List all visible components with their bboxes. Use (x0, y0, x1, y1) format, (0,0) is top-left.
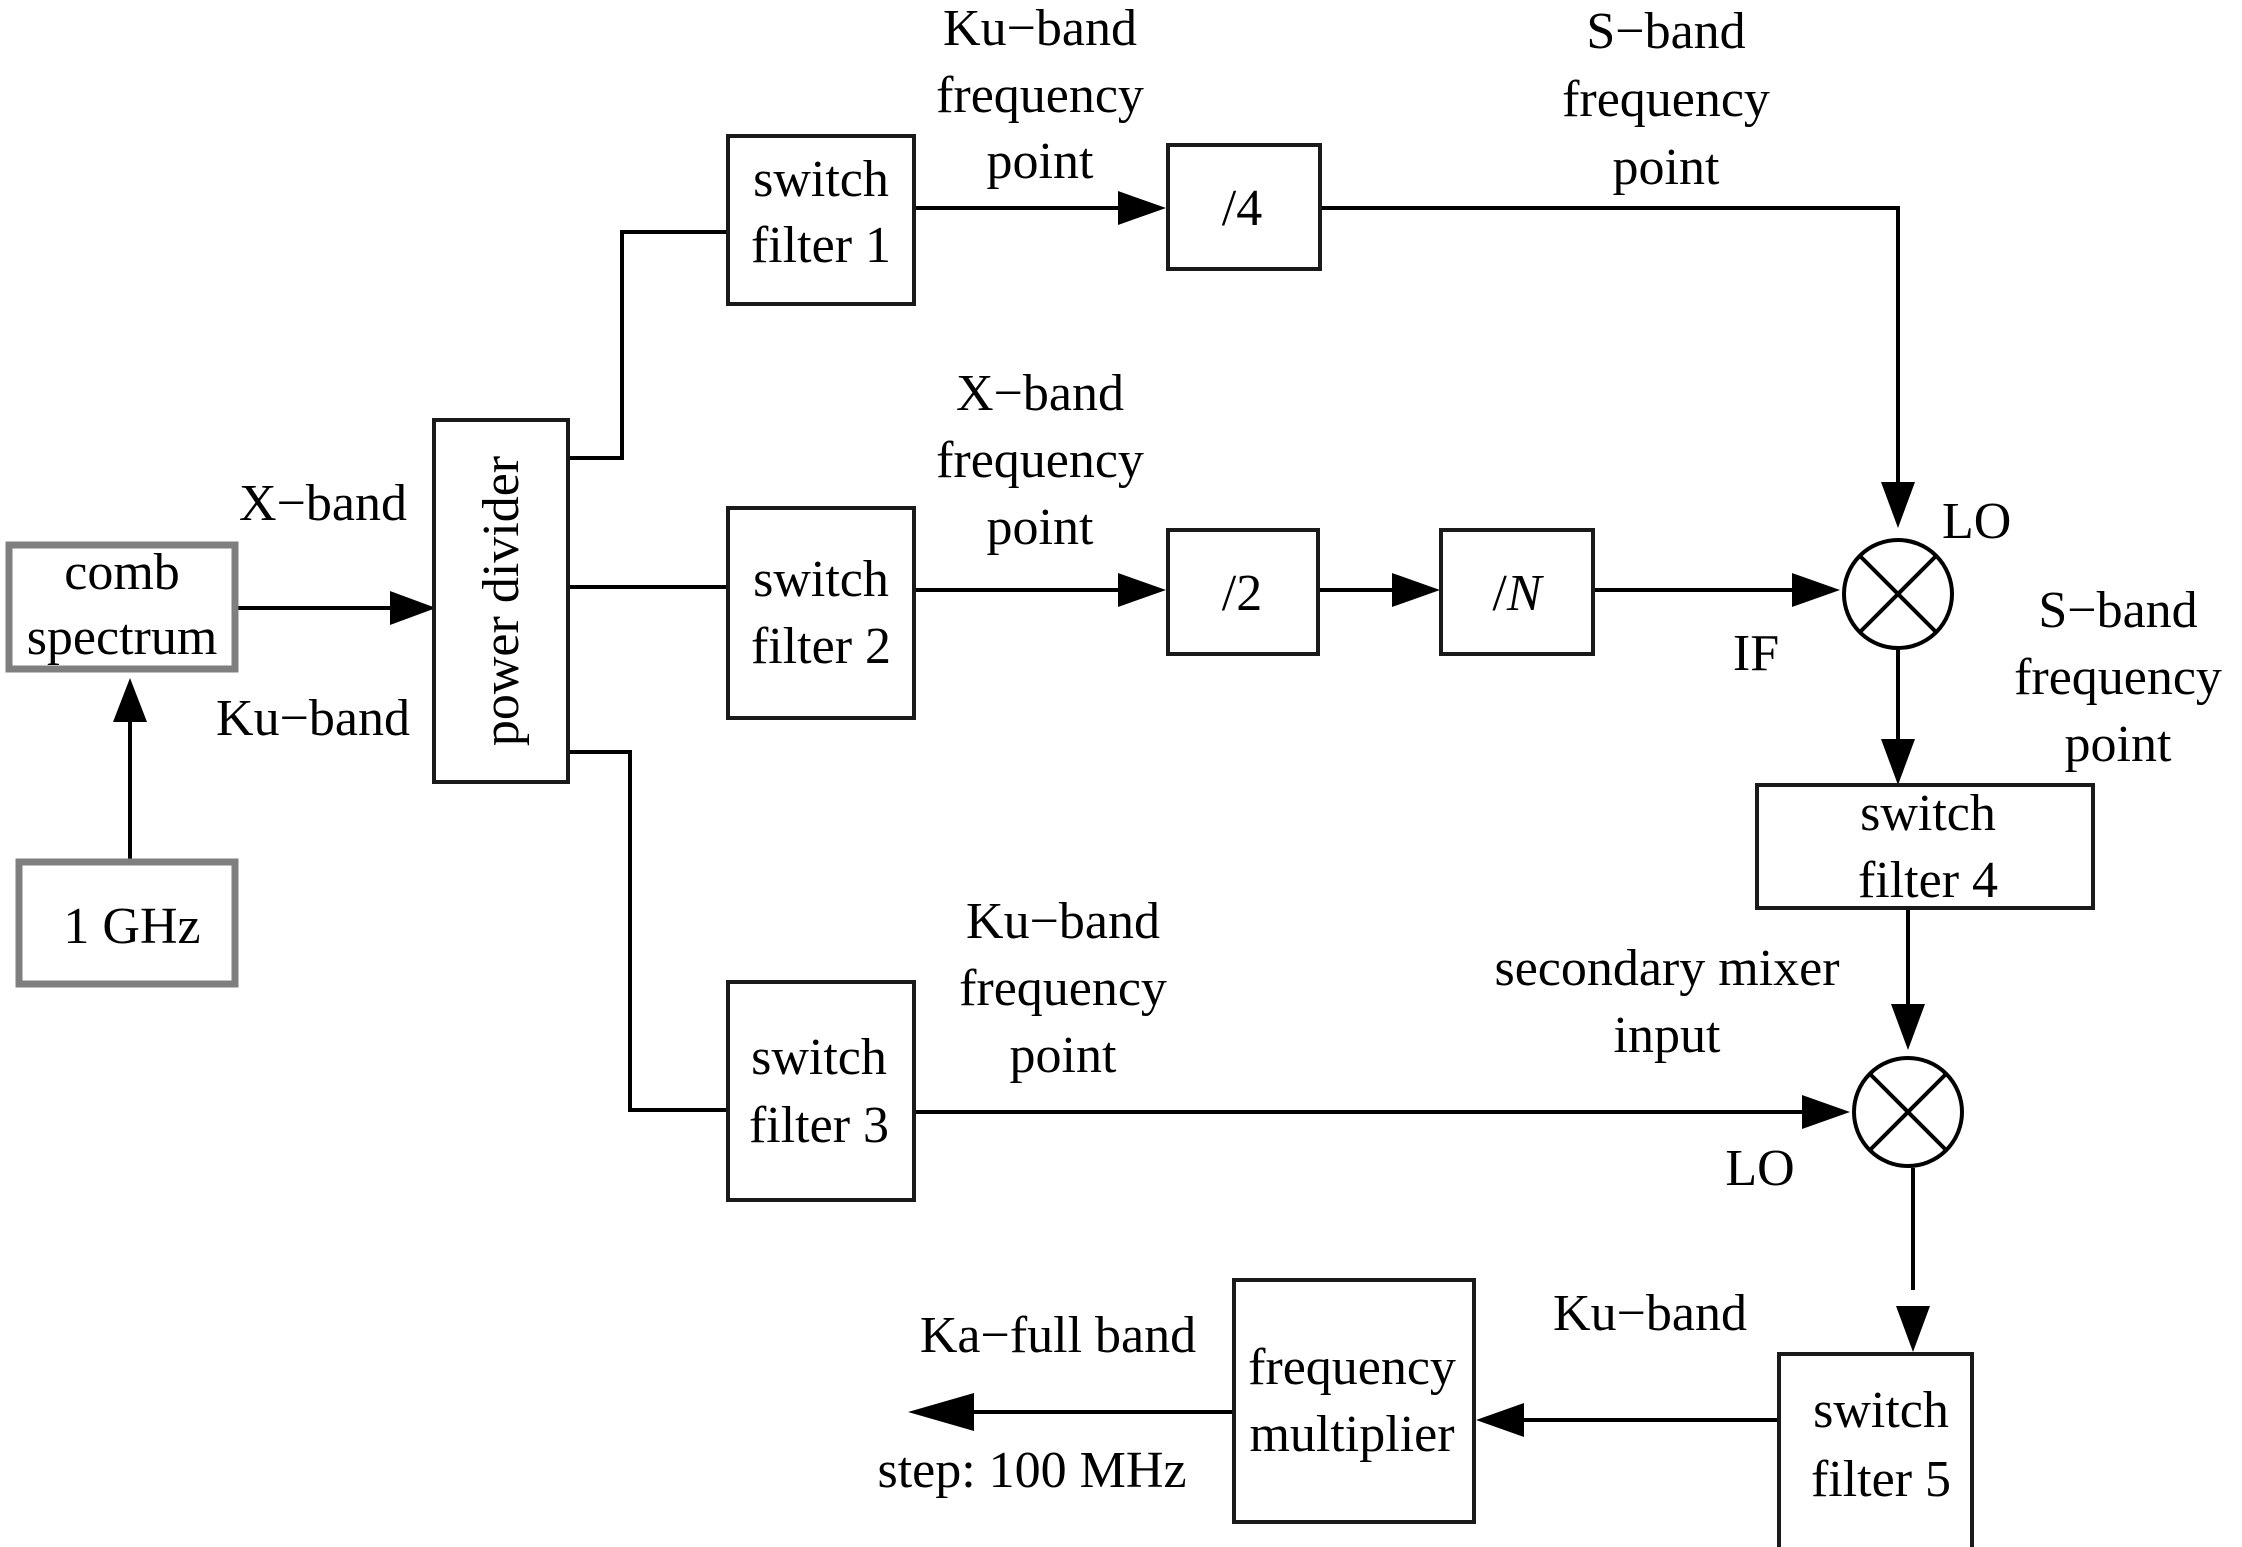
s-band-point-right-line3: point (2065, 716, 2172, 773)
switch-filter-5-label-line2: filter 5 (1811, 1451, 1951, 1508)
divide-by-n-slash: / (1492, 565, 1507, 622)
if-label-mixer-1: IF (1733, 625, 1779, 682)
arrowhead-right-div4 (1118, 191, 1166, 225)
wire-divider-to-sf3 (568, 750, 728, 1112)
s-band-point-top-label: S−band frequency point (1562, 3, 1770, 196)
switch-filter-1-label-line1: switch (753, 151, 889, 208)
ku-band-point-top-line1: Ku−band (943, 0, 1137, 57)
arrowhead-down-mixer1-lo (1881, 482, 1915, 528)
ku-band-point-bottom-line2: frequency (959, 960, 1167, 1017)
arrowhead-up-comb (113, 678, 147, 722)
arrowhead-right-div2 (1118, 573, 1166, 607)
divide-by-2-label: /2 (1222, 565, 1262, 622)
s-band-point-top-line1: S−band (1586, 3, 1745, 60)
source-1ghz-block: 1 GHz (15, 858, 239, 988)
comb-spectrum-block: comb spectrum (5, 541, 239, 673)
switch-filter-2-label-line1: switch (753, 551, 889, 608)
comb-spectrum-label-line2: spectrum (27, 609, 218, 666)
x-band-point-label: X−band frequency point (936, 365, 1144, 556)
ku-band-input-label: Ku−band (216, 690, 410, 747)
connections (128, 206, 1915, 1422)
arrowhead-down-mixer2 (1891, 1004, 1925, 1050)
arrowhead-right-divider (390, 591, 436, 625)
switch-filter-2-label-line2: filter 2 (751, 618, 891, 675)
arrowhead-down-sf4 (1881, 739, 1915, 785)
ku-band-point-bottom-label: Ku−band frequency point (959, 893, 1167, 1084)
x-band-point-line2: frequency (936, 432, 1144, 489)
power-divider-label: power divider (473, 456, 530, 746)
arrowhead-down-sf5 (1896, 1306, 1930, 1352)
s-band-point-right-line1: S−band (2038, 582, 2197, 639)
switch-filter-3-label-line1: switch (751, 1029, 887, 1086)
ku-band-point-top-label: Ku−band frequency point (936, 0, 1144, 190)
ku-band-point-bottom-line3: point (1010, 1027, 1117, 1084)
divide-by-2-block: /2 (1166, 528, 1320, 656)
mixer-1-icon (1842, 538, 1954, 650)
arrowhead-left-multiplier (1476, 1403, 1524, 1437)
secondary-mixer-input-line2: input (1614, 1007, 1721, 1064)
source-1ghz-label: 1 GHz (63, 898, 200, 955)
switch-filter-4-block: switch filter 4 (1755, 783, 2095, 910)
switch-filter-4-label-line2: filter 4 (1858, 852, 1998, 909)
switch-filter-5-label-line1: switch (1813, 1382, 1949, 1439)
secondary-mixer-input-line1: secondary mixer (1494, 940, 1839, 997)
ku-band-point-top-line3: point (987, 133, 1094, 190)
switch-filter-3-label-line2: filter 3 (749, 1097, 889, 1154)
divide-by-n-block: /N (1439, 528, 1595, 656)
lo-label-mixer-1: LO (1942, 493, 2011, 550)
switch-filter-1-block: switch filter 1 (726, 134, 916, 306)
secondary-mixer-input-label: secondary mixer input (1494, 940, 1839, 1064)
arrowheads (113, 191, 1930, 1437)
ka-full-band-label: Ka−full band (920, 1307, 1196, 1364)
lo-label-mixer-2: LO (1725, 1140, 1794, 1197)
s-band-point-right-label: S−band frequency point (2014, 582, 2222, 773)
divide-by-n-variable: N (1506, 565, 1545, 622)
x-band-point-line1: X−band (956, 365, 1124, 422)
switch-filter-4-label-line1: switch (1860, 785, 1996, 842)
wire-div4-to-mixer1 (1322, 206, 1900, 485)
switch-filter-1-label-line2: filter 1 (751, 217, 891, 274)
x-band-input-label: X−band (239, 475, 407, 532)
frequency-multiplier-label-line1: frequency (1248, 1339, 1456, 1396)
divide-by-4-label: /4 (1222, 180, 1262, 237)
arrowhead-right-mixer2-lo (1802, 1095, 1850, 1129)
ku-band-output-label: Ku−band (1553, 1285, 1747, 1342)
power-divider-block: power divider (432, 418, 570, 784)
step-label: step: 100 MHz (877, 1442, 1186, 1499)
arrowhead-left-output (908, 1393, 974, 1431)
frequency-multiplier-label-line2: multiplier (1249, 1406, 1454, 1463)
ku-band-point-top-line2: frequency (936, 67, 1144, 124)
comb-spectrum-label-line1: comb (64, 544, 180, 601)
x-band-point-line3: point (987, 499, 1094, 556)
divide-by-4-block: /4 (1166, 143, 1322, 271)
s-band-point-top-line2: frequency (1562, 71, 1770, 128)
arrowhead-right-mixer1-if (1792, 573, 1840, 607)
switch-filter-2-block: switch filter 2 (726, 506, 916, 720)
s-band-point-right-line2: frequency (2014, 649, 2222, 706)
arrowhead-right-divn (1392, 573, 1440, 607)
mixer-2-icon (1852, 1056, 1964, 1168)
switch-filter-5-block: switch filter 5 (1777, 1352, 1974, 1547)
divide-by-n-label: /N (1492, 565, 1544, 622)
switch-filter-3-block: switch filter 3 (726, 980, 916, 1202)
wire-divider-to-sf1 (568, 230, 728, 460)
frequency-multiplier-block: frequency multiplier (1232, 1278, 1476, 1524)
s-band-point-top-line3: point (1613, 139, 1720, 196)
ku-band-point-bottom-line1: Ku−band (966, 893, 1160, 950)
